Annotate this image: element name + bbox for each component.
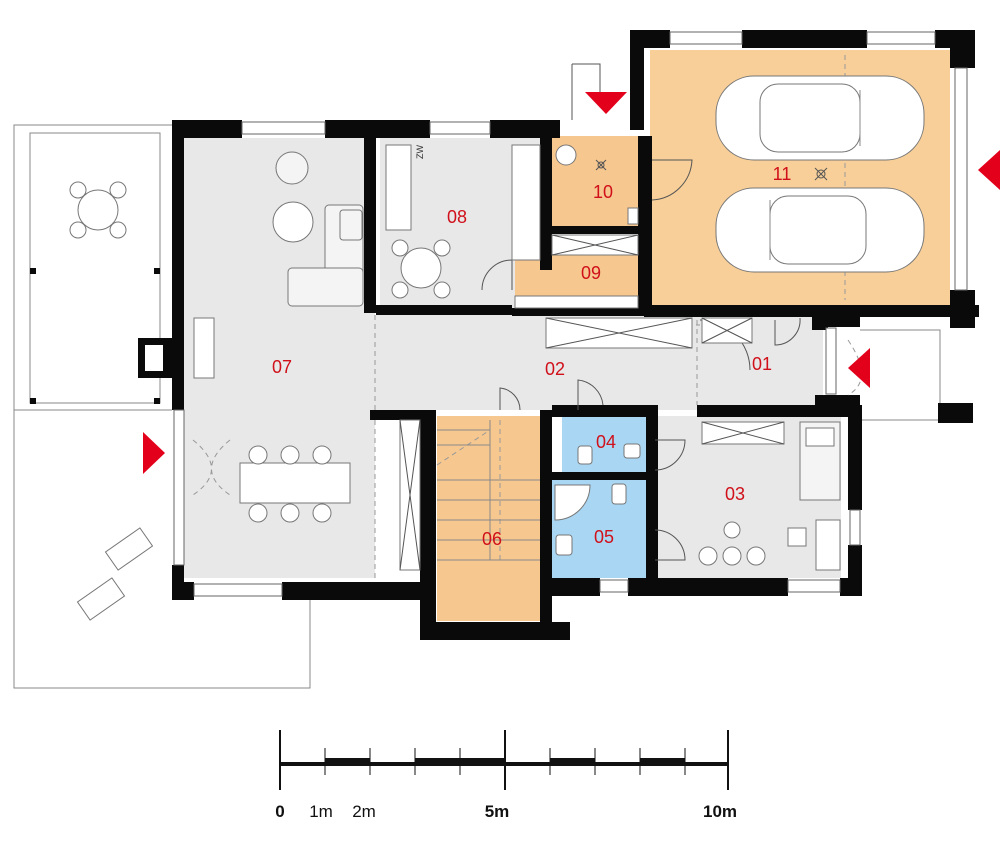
scale-label-5m: 5m [485,802,510,821]
kitchen-table-icon [391,239,451,299]
room-label-03: 03 [725,484,745,504]
scale-label-0: 0 [275,802,284,821]
bathroom-fixtures [554,144,641,556]
terrace-table-icon [69,181,127,239]
lounger-icon [76,527,154,621]
bed-icon [799,421,841,501]
dining-set-icon [239,445,351,523]
room-06-floor [437,416,540,621]
room-label-07: 07 [272,357,292,377]
scale-bar: 0 1m 2m 5m 10m [275,730,737,821]
scale-label-1m: 1m [309,802,333,821]
light-icons [595,159,828,181]
desk-icon [698,519,841,571]
windows [173,31,968,597]
entrance-arrow-icon [143,432,165,474]
car-icon [715,187,925,273]
entrance-arrow-icon [585,92,627,114]
armchair [275,151,309,185]
room-label-01: 01 [752,354,772,374]
scale-label-2m: 2m [352,802,376,821]
car-icon [715,75,925,161]
room-label-04: 04 [596,432,616,452]
walls [30,30,979,640]
entrance-arrow-icon [848,348,870,388]
scale-label-10m: 10m [703,802,737,821]
room-label-05: 05 [594,527,614,547]
room-label-08: 08 [447,207,467,227]
room-label-10: 10 [593,182,613,202]
room-label-11: 11 [773,164,792,184]
coffee-table [272,201,314,243]
fixture-label: ZW [415,145,425,159]
room-label-02: 02 [545,359,565,379]
sofa-icon [287,204,364,307]
cabinets [193,144,785,571]
room-label-09: 09 [581,263,601,283]
entrance-arrow-icon [978,150,1000,190]
stairs-icon [437,420,540,561]
room-label-06: 06 [482,529,502,549]
